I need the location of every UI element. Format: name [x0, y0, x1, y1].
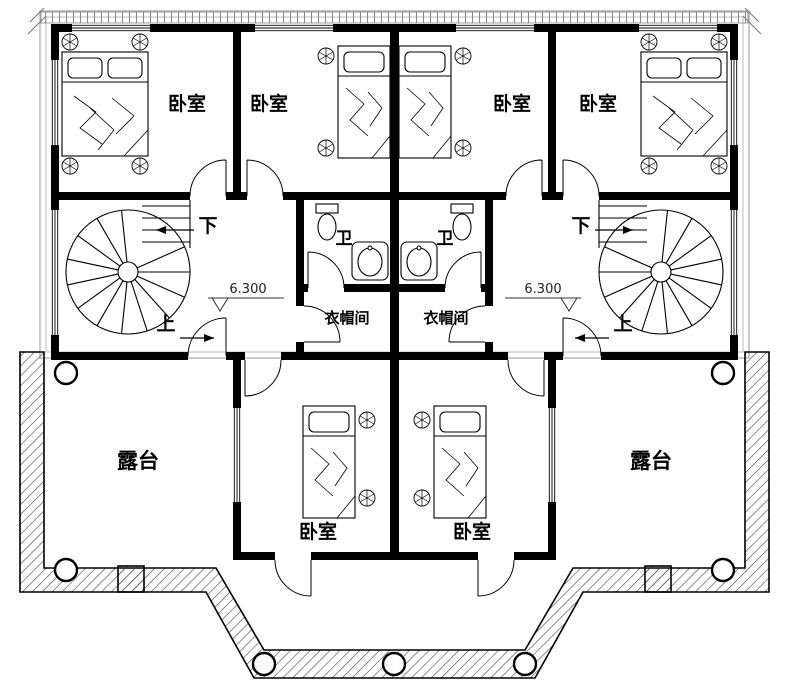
wall-right	[730, 24, 738, 358]
room-label-bedroom-top-mid-right: 卧室	[493, 92, 531, 115]
room-label-bedroom-top-far-left: 卧室	[168, 92, 206, 115]
room-label-cloakroom-left: 衣帽间	[324, 309, 369, 327]
terrace-parapet	[19, 351, 770, 679]
plant-icon	[358, 489, 376, 507]
door-arc	[303, 305, 341, 343]
window	[730, 210, 738, 335]
door-arc	[307, 251, 345, 289]
plant-icon	[710, 33, 728, 51]
column	[710, 557, 736, 583]
stair-label-up-right: 上	[613, 313, 632, 335]
plant-icon	[61, 157, 79, 175]
bed	[61, 51, 149, 157]
column	[53, 360, 79, 386]
door-arc	[189, 159, 227, 197]
plant-icon	[640, 33, 658, 51]
door-arc	[246, 159, 284, 197]
door-arc	[448, 305, 486, 343]
stair-arrows	[156, 226, 633, 342]
plant-icon	[131, 33, 149, 51]
door-arc	[562, 159, 600, 197]
door-arc	[505, 159, 543, 197]
wall-divider-left	[233, 24, 241, 192]
door-arc	[562, 317, 602, 357]
room-label-bathroom-left: 卫	[336, 229, 353, 248]
plant-icon	[413, 411, 431, 429]
columns	[53, 360, 736, 677]
room-label-terrace-right: 露台	[630, 449, 672, 473]
elevation-triangle-icon	[560, 297, 578, 312]
column	[251, 651, 277, 677]
window	[255, 24, 333, 32]
pilaster-right	[644, 565, 672, 593]
plant-icon	[317, 139, 335, 157]
walls	[51, 24, 738, 560]
sink-icon	[400, 241, 438, 281]
elevation-triangle-icon	[211, 297, 229, 312]
bed	[398, 45, 452, 159]
wall-party	[390, 24, 399, 560]
plant-icon	[454, 139, 472, 157]
plant-icon	[413, 489, 431, 507]
plant-icon	[317, 47, 335, 65]
column	[512, 651, 538, 677]
plant-icon	[358, 411, 376, 429]
stair-label-down-right: 下	[571, 216, 590, 237]
plant-icon	[640, 157, 658, 175]
door-arc	[444, 251, 482, 289]
column	[381, 651, 407, 677]
windows	[51, 24, 738, 502]
column	[53, 557, 79, 583]
toilet-icon	[450, 203, 474, 241]
window	[51, 60, 59, 145]
wall-left	[51, 24, 59, 358]
window	[730, 60, 738, 145]
door-arc	[477, 559, 515, 597]
bed	[433, 405, 487, 519]
plant-icon	[454, 47, 472, 65]
elevation-value-right: 6.300	[524, 282, 561, 297]
column	[710, 360, 736, 386]
room-label-bedroom-top-mid-left: 卧室	[250, 92, 288, 115]
corner-tick-icon	[27, 7, 762, 35]
door-arc	[187, 317, 227, 357]
stair-label-down-left: 下	[198, 216, 217, 237]
window	[456, 24, 534, 32]
elevation-value-left: 6.300	[229, 282, 266, 297]
plant-icon	[131, 157, 149, 175]
window	[548, 408, 556, 502]
room-label-bathroom-right: 卫	[437, 229, 454, 248]
room-label-bedroom-top-far-right: 卧室	[579, 92, 617, 115]
bed	[640, 51, 728, 157]
elevation-markers	[208, 297, 581, 312]
window	[72, 24, 150, 32]
plant-icon	[710, 157, 728, 175]
doors	[187, 159, 602, 597]
window	[233, 408, 241, 502]
window	[639, 24, 717, 32]
door-arc	[274, 559, 312, 597]
room-label-terrace-left: 露台	[117, 449, 159, 473]
plant-icon	[61, 33, 79, 51]
room-label-bedroom-bottom-left: 卧室	[299, 520, 337, 543]
room-label-bedroom-bottom-right: 卧室	[453, 520, 491, 543]
room-label-cloakroom-right: 衣帽间	[423, 309, 468, 327]
wall-divider-right	[548, 24, 556, 192]
bed	[337, 45, 391, 159]
stair-label-up-left: 上	[156, 313, 175, 335]
parapet-band	[19, 351, 770, 679]
sink-icon	[351, 241, 389, 281]
pilaster-left	[117, 565, 145, 593]
door-arc	[507, 359, 545, 397]
door-arc	[244, 359, 282, 397]
window	[51, 210, 59, 335]
bed	[302, 405, 356, 519]
